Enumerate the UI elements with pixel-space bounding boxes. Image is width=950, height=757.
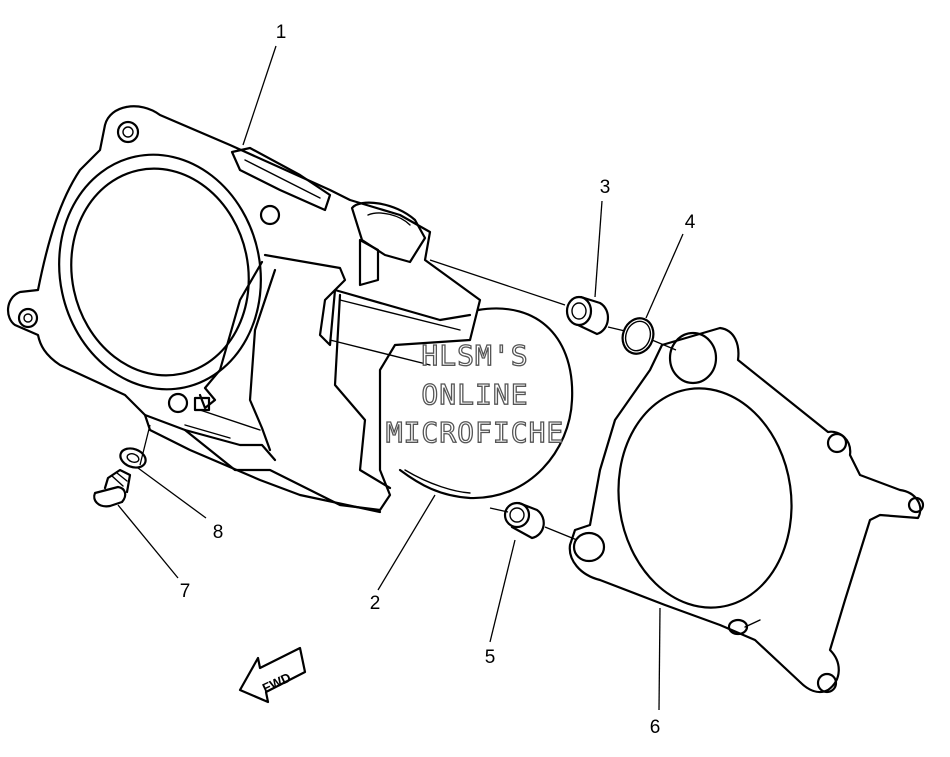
dowel-pin-part-3 bbox=[565, 295, 609, 336]
bolt-part-7 bbox=[93, 468, 132, 508]
cylinder-part bbox=[7, 105, 482, 514]
cylinder-base-gasket bbox=[398, 307, 574, 500]
callout-6: 6 bbox=[650, 717, 661, 738]
forward-arrow-icon: FWD bbox=[238, 646, 307, 704]
callout-3: 3 bbox=[600, 177, 611, 198]
callout-5: 5 bbox=[485, 647, 496, 668]
dowel-pin-part-5 bbox=[503, 501, 545, 540]
cylinder-head-gasket bbox=[568, 326, 925, 694]
assembly-center-lines bbox=[139, 259, 677, 541]
watermark-line-2: ONLINE bbox=[421, 378, 528, 411]
washer-part-8 bbox=[119, 447, 147, 469]
callout-leaders bbox=[117, 45, 684, 711]
fwd-label: FWD bbox=[260, 670, 293, 696]
watermark: HLSM'S ONLINE MICROFICHE bbox=[385, 338, 565, 449]
o-ring-part-4 bbox=[621, 317, 655, 355]
watermark-line-3: MICROFICHE bbox=[386, 416, 565, 449]
callout-2: 2 bbox=[370, 593, 381, 614]
callout-4: 4 bbox=[685, 212, 696, 233]
callout-1: 1 bbox=[276, 22, 287, 43]
callout-7: 7 bbox=[180, 581, 191, 602]
callout-8: 8 bbox=[213, 522, 224, 543]
watermark-line-1: HLSM'S bbox=[421, 339, 528, 372]
